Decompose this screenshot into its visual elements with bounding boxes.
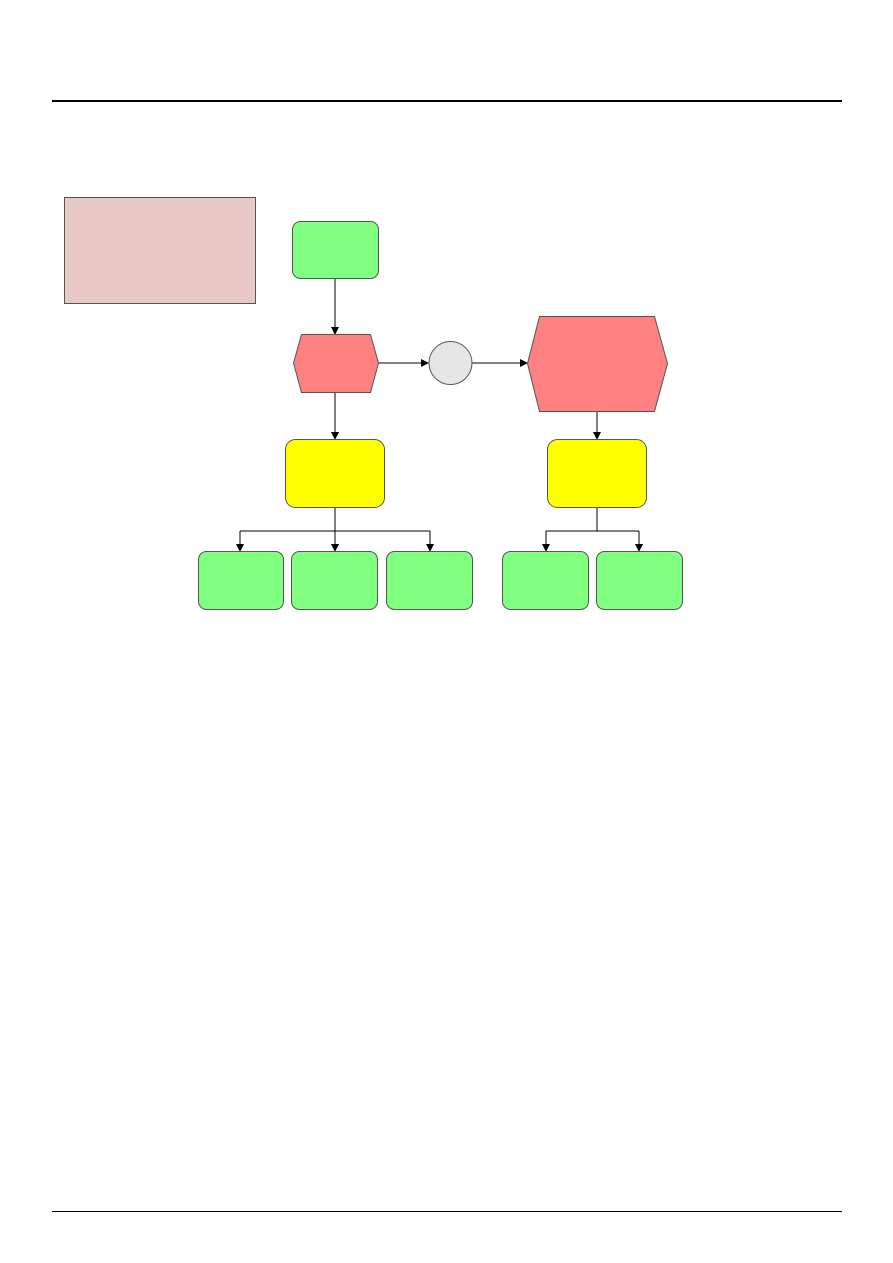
function-right-1-node — [502, 551, 589, 610]
function-left-3-node — [386, 551, 473, 610]
legend-box — [64, 197, 256, 304]
edges — [236, 278, 643, 552]
footer-rule — [52, 1211, 842, 1212]
function-left-1-node — [198, 551, 284, 610]
header-rule — [52, 100, 842, 102]
org-unit-left-node — [285, 439, 385, 508]
function-left-2-node — [291, 551, 378, 610]
org-unit-right-node — [547, 439, 647, 508]
connector-node — [428, 341, 473, 385]
event-right-node — [526, 316, 669, 412]
start-function-node — [292, 221, 379, 279]
function-right-2-node — [596, 551, 683, 610]
event-left-node — [292, 334, 380, 393]
